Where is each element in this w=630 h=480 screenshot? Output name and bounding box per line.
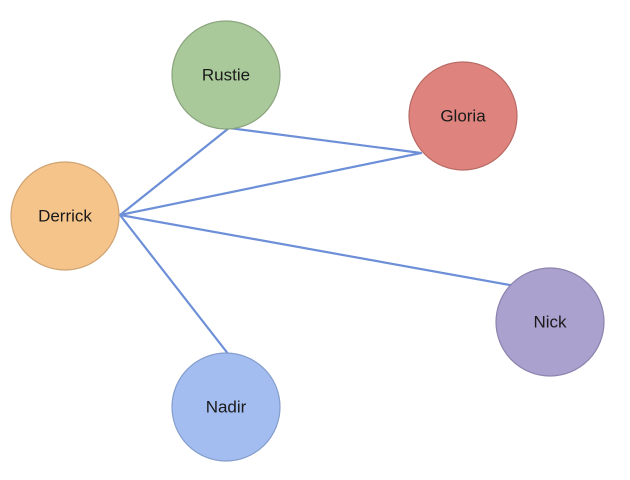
node-gloria-circle (408, 61, 518, 171)
node-gloria[interactable]: Gloria (408, 61, 518, 171)
edge-derrick-nadir (118, 213, 231, 357)
edge-rustie-gloria (227, 126, 423, 155)
node-rustie[interactable]: Rustie (171, 20, 281, 130)
node-nadir-circle (171, 352, 281, 462)
node-nick-circle (495, 267, 605, 377)
edges (118, 126, 512, 357)
node-rustie-label: Rustie (202, 66, 250, 85)
node-nick[interactable]: Nick (495, 267, 605, 377)
node-rustie-circle (171, 20, 281, 130)
node-nadir-label: Nadir (206, 398, 247, 417)
node-derrick-label: Derrick (38, 207, 92, 226)
node-nick-label: Nick (533, 313, 567, 332)
edge-derrick-gloria (118, 151, 423, 217)
edge-derrick-nick (118, 213, 512, 287)
node-derrick-circle (10, 161, 120, 271)
edge-rustie-derrick (118, 126, 231, 217)
node-nadir[interactable]: Nadir (171, 352, 281, 462)
node-gloria-label: Gloria (440, 107, 486, 126)
nodes: Rustie Gloria Derrick Nick Nadir (10, 20, 605, 462)
node-derrick[interactable]: Derrick (10, 161, 120, 271)
